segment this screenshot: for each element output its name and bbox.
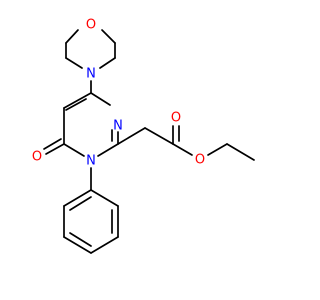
bond	[65, 98, 87, 111]
ring-nitrogen-1-label: N	[86, 154, 96, 169]
bond	[99, 57, 116, 69]
ester-ether-oxygen-label: O	[195, 153, 205, 168]
bond	[63, 189, 92, 207]
bond	[97, 143, 119, 157]
bond	[90, 189, 119, 207]
bond	[65, 29, 79, 44]
carbonyl-oxygen-label: O	[32, 150, 42, 165]
bond	[144, 127, 174, 145]
phenyl-ring	[63, 189, 119, 254]
morpholine-nitrogen-label: N	[86, 67, 96, 82]
bond	[43, 138, 62, 150]
molecule-structure: O N N N O O O	[32, 18, 255, 254]
bond	[65, 57, 83, 69]
bond	[63, 236, 92, 254]
ring-nitrogen-3-label: N	[113, 119, 123, 134]
atom-labels: O N N N O O O	[32, 18, 205, 169]
pyrimidinone-ring	[63, 92, 119, 157]
bond	[90, 236, 119, 254]
bond	[90, 92, 111, 106]
bond	[172, 143, 193, 156]
bond	[101, 29, 116, 44]
bond	[117, 127, 146, 145]
morpholine-ring	[65, 29, 116, 69]
bond	[63, 143, 85, 157]
bond	[69, 232, 92, 247]
bond	[45, 143, 65, 155]
bond	[69, 196, 92, 211]
ethyl-acetate-chain	[117, 125, 255, 161]
bond	[226, 143, 255, 161]
ester-carbonyl-oxygen-label: O	[171, 111, 181, 126]
bond	[207, 143, 228, 156]
bond	[63, 92, 92, 109]
morpholine-oxygen-label: O	[86, 18, 96, 33]
